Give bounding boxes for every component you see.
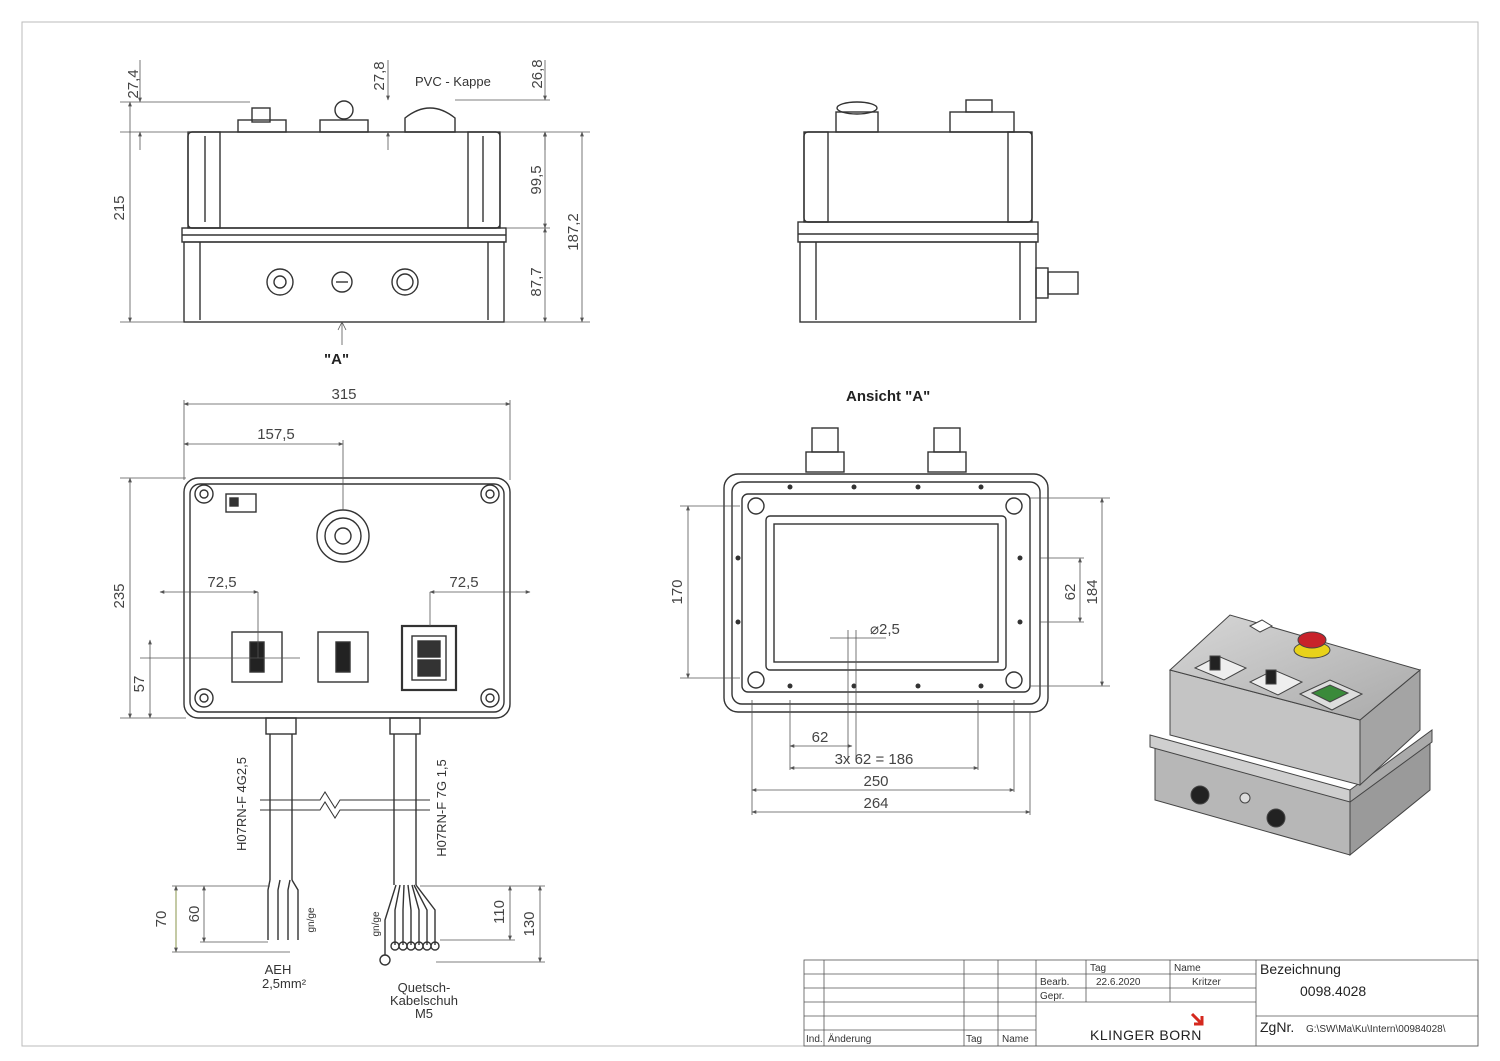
dim-72-5-left: 72,5 bbox=[207, 574, 236, 591]
dim-3x62: 3x 62 = 186 bbox=[835, 751, 914, 768]
dim-110: 110 bbox=[491, 900, 508, 924]
dim-60: 60 bbox=[186, 906, 203, 923]
aeh-label: AEH bbox=[265, 962, 292, 977]
tb-bezeichnung-label: Bezeichnung bbox=[1260, 961, 1341, 977]
dim-dia-2-5: ⌀2,5 bbox=[870, 621, 900, 638]
motor-switch bbox=[400, 624, 458, 692]
dim-157-5: 157,5 bbox=[257, 426, 295, 443]
front-view-dimensions bbox=[120, 60, 590, 345]
dim-215: 215 bbox=[111, 195, 128, 220]
view-a-dimensions bbox=[680, 497, 1110, 815]
tb-name-header: Name bbox=[1174, 963, 1201, 974]
tb-tag-footer: Tag bbox=[966, 1034, 982, 1045]
main-switch bbox=[231, 631, 283, 683]
quetsch-label-2: Kabelschuh bbox=[390, 993, 458, 1008]
front-view bbox=[181, 100, 507, 323]
logo-arrow-icon bbox=[1190, 1012, 1204, 1026]
isometric-render bbox=[1149, 614, 1433, 857]
tb-bearb-date: 22.6.2020 bbox=[1096, 977, 1141, 988]
dim-187-2: 187,2 bbox=[565, 213, 582, 251]
dim-264: 264 bbox=[863, 795, 888, 812]
dim-99-5: 99,5 bbox=[528, 165, 545, 194]
tb-bearb-name: Kritzer bbox=[1192, 977, 1222, 988]
dim-72-5-right: 72,5 bbox=[449, 574, 478, 591]
dim-170: 170 bbox=[669, 579, 686, 604]
top-view-dimensions bbox=[120, 400, 545, 963]
view-a-marker: "A" bbox=[324, 351, 349, 368]
gnge-2-label: gn/ge bbox=[371, 911, 382, 936]
tb-bearb-label: Bearb. bbox=[1040, 977, 1069, 988]
gnge-1-label: gn/ge bbox=[306, 907, 317, 932]
tb-name-footer: Name bbox=[1002, 1034, 1029, 1045]
cable-2-label: H07RN-F 7G 1,5 bbox=[434, 759, 449, 857]
dim-62-bottom: 62 bbox=[812, 729, 829, 746]
tb-tag-header: Tag bbox=[1090, 963, 1106, 974]
dim-184: 184 bbox=[1084, 579, 1101, 604]
dim-250: 250 bbox=[863, 773, 888, 790]
tb-bezeichnung-value: 0098.4028 bbox=[1300, 983, 1366, 999]
top-view bbox=[183, 477, 511, 966]
view-a-title: Ansicht "A" bbox=[846, 388, 930, 405]
tb-gepr-label: Gepr. bbox=[1040, 991, 1064, 1002]
dim-27-4: 27,4 bbox=[125, 69, 142, 98]
dim-130: 130 bbox=[521, 911, 538, 936]
tb-zgnr-value: G:\SW\Ma\Ku\Intern\00984028\ bbox=[1306, 1024, 1446, 1035]
quetsch-label-1: Quetsch- bbox=[398, 980, 451, 995]
view-a-holes bbox=[735, 484, 1023, 689]
view-a bbox=[723, 427, 1049, 713]
title-block bbox=[803, 959, 1479, 1047]
dim-27-8: 27,8 bbox=[371, 61, 388, 90]
dim-315: 315 bbox=[331, 386, 356, 403]
company-logo: KLINGER BORN bbox=[1090, 1027, 1202, 1043]
dim-57: 57 bbox=[131, 676, 148, 693]
dim-26-8: 26,8 bbox=[529, 59, 546, 88]
cable-1-label: H07RN-F 4G2,5 bbox=[234, 757, 249, 851]
tb-zgnr-label: ZgNr. bbox=[1260, 1019, 1294, 1035]
dim-62-right: 62 bbox=[1062, 584, 1079, 601]
dim-87-7: 87,7 bbox=[528, 267, 545, 296]
dim-235: 235 bbox=[111, 583, 128, 608]
aeh-size-label: 2,5mm² bbox=[262, 976, 307, 991]
tb-aenderung-label: Änderung bbox=[828, 1033, 871, 1045]
tb-ind-label: Ind. bbox=[806, 1034, 823, 1045]
sheet-frame bbox=[21, 21, 1479, 1047]
quetsch-label-3: M5 bbox=[415, 1006, 433, 1021]
side-view bbox=[797, 99, 1079, 323]
dim-70: 70 bbox=[153, 911, 170, 928]
pvc-cap-label: PVC - Kappe bbox=[415, 74, 491, 89]
